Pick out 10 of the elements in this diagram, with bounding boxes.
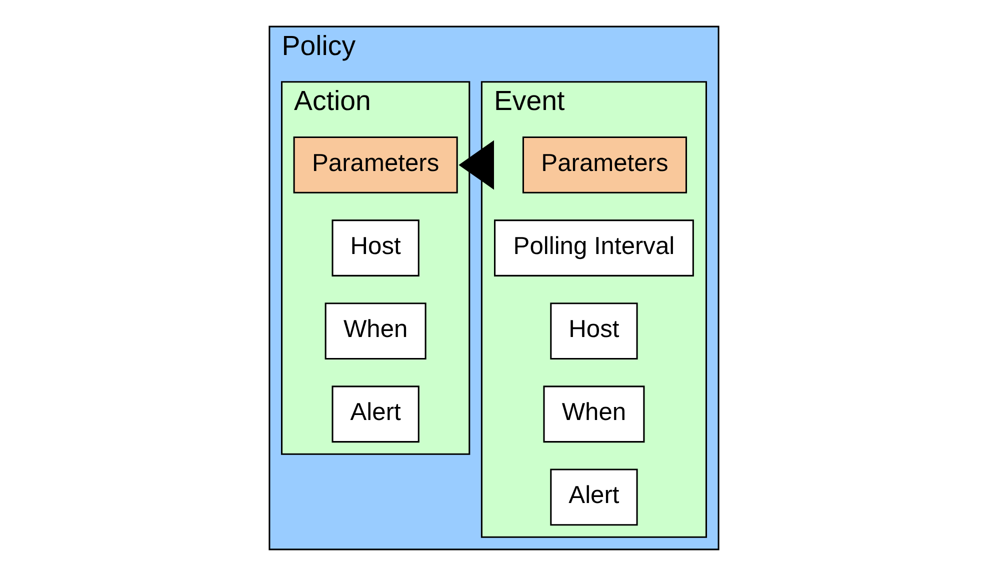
node-box: When	[543, 386, 645, 443]
node-box: When	[324, 302, 426, 360]
node-box: Host	[332, 220, 420, 276]
node-box: Parameters	[522, 136, 688, 194]
node-box: Parameters	[293, 136, 458, 194]
node-box: Polling Interval	[494, 220, 694, 276]
node-box: Host	[550, 302, 638, 360]
node-box: Alert	[550, 468, 638, 526]
arrow	[458, 140, 494, 190]
node-box: Alert	[332, 386, 420, 443]
